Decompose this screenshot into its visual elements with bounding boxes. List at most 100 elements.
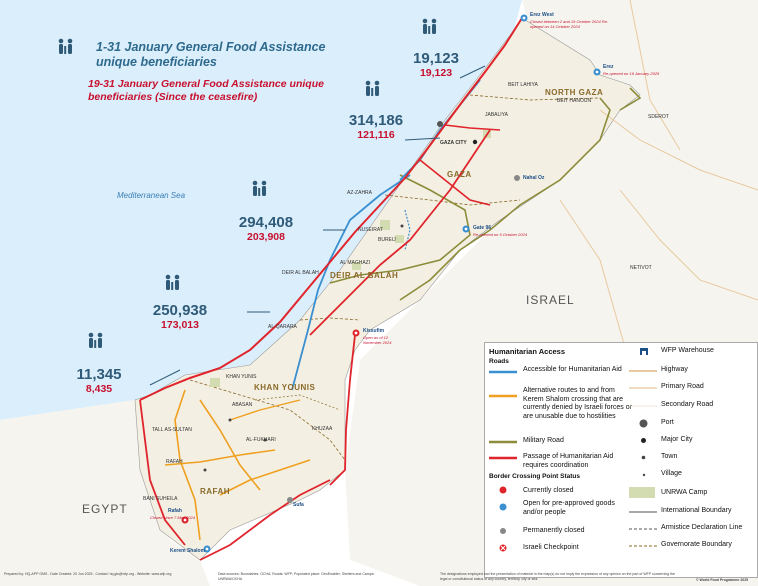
coordination-road [329,334,356,486]
town-label: JABALIYA [485,112,508,118]
crossing-label-erez-west[interactable]: Erez West [530,12,554,18]
legend-road-label: Accessible for Humanitarian Aid [523,366,622,373]
denied-route [219,459,311,496]
legend-primary-road-swatch [629,387,657,389]
legend-title: Humanitarian Access [489,347,566,356]
coordination-road [199,479,331,561]
crossing-label-sufa[interactable]: Sufa [293,502,304,508]
port-icon [437,121,443,127]
denied-route [174,389,201,541]
crossing-marker-kissufim[interactable] [352,329,360,337]
legend-roads-heading: Roads [489,358,509,365]
governorate-boundary [384,194,521,206]
stat-since-ceasefire: 121,116 [357,129,395,141]
legend-right-label: Governorate Boundary [661,541,732,548]
legend-road-label: Passage of Humanitarian Aid requires coo… [523,453,614,469]
crossing-label-gate-96[interactable]: Gate 96 [473,225,492,231]
crossing-marker-erez-west[interactable] [520,14,528,22]
legend-right-label: Highway [661,366,688,373]
people-icon-deir-al-balah [252,180,267,196]
legend-governorate-boundary-swatch [629,545,657,547]
military-road [619,87,642,111]
legend-right-label: Primary Road [661,383,704,390]
crossing-label-nahal-oz[interactable]: Nahal Oz [523,175,545,181]
people-icon-gaza [365,80,380,96]
stat-jan-total: 19,123 [413,50,459,67]
town-label: NETIVOT [630,265,652,271]
town-label: TALL AS-SULTAN [152,427,192,433]
governorate-label-deir-al-balah: DEIR AL BALAH [330,271,399,280]
stat-jan-total: 314,186 [348,112,404,129]
town-label: BEIT LAHIYA [508,82,538,88]
legend-right-label: UNRWA Camp [661,489,708,496]
legend-right-label: Armistice Declaration Line [661,524,743,531]
crossing-marker-rafah[interactable] [181,516,189,524]
crossing-note: Re-opened on 5 October 2024 [473,232,528,237]
primary-road [599,109,758,191]
legend-right-label: Village [661,470,682,477]
legend-road-swatch [489,394,517,398]
town-label: BUREIJ [378,237,396,243]
legend-right-label: WFP Warehouse [661,347,714,354]
legend-road-swatch [489,456,517,460]
coordination-road [139,399,186,546]
town-dot [203,468,207,472]
legend-right-label: Major City [661,436,693,443]
crossing-label-kerem-shalom[interactable]: Kerem Shalom [170,548,206,554]
coordination-road [139,17,523,401]
town-label: NUSEIRAT [358,227,383,233]
accessible-road [291,174,411,391]
legend-closed-icon [499,486,507,494]
legend-panel: Humanitarian Access Roads Accessible for… [484,342,758,578]
sea-label: Mediterranean Sea [117,191,186,200]
crossing-marker-erez[interactable] [593,68,601,76]
crossing-marker-kerem-shalom[interactable] [203,545,211,553]
unrwa-camp [352,262,361,270]
denied-route [229,399,301,421]
crossing-marker-sufa[interactable] [287,497,293,503]
crossing-label-erez[interactable]: Erez [603,64,614,70]
unrwa-camp [395,235,404,243]
people-icon-rafah [88,332,103,348]
town-label: AZ-ZAHRA [347,190,372,196]
town-label: BEIT HANOUN [557,98,592,104]
footer-brand: © World Food Programme 2025 [696,578,749,582]
leader-line [149,369,181,386]
town-label: DEIR AL BALAH [282,270,319,276]
legend-right-label: Secondary Road [661,401,714,408]
footer-left: Prepared by: HQ-APP GMS - Date Created: … [4,572,172,576]
crossing-marker-gate-96[interactable] [462,225,470,233]
footer-right: The designations employed and the presen… [440,572,675,581]
sea-area [0,0,522,420]
crossing-marker-nahal-oz[interactable] [514,175,520,181]
denied-route [164,449,276,466]
town-label: RAFAH [166,459,183,465]
people-icon-north-gaza [422,18,437,34]
unrwa-camp [380,220,390,230]
stat-since-ceasefire: 173,013 [161,319,199,331]
military-road [399,97,611,301]
crossing-label-kissufim[interactable]: Kissufim [363,328,385,334]
legend-international-boundary-swatch [629,511,657,513]
town-label: GAZA CITY [440,140,467,146]
legend-right-label: International Boundary [661,507,732,514]
governorate-boundary [254,394,341,411]
country-label-egypt: EGYPT [82,502,128,516]
country-label-israel: ISRAEL [526,293,575,307]
stat-jan-total: 11,345 [76,366,122,383]
town-label: AL-QARARA [268,324,297,330]
governorate-label-khan-younis: KHAN YOUNIS [254,383,316,392]
warehouse-icon [640,348,648,355]
port-icon [639,419,648,428]
town-icon [641,455,646,460]
egypt-land [0,400,210,586]
stat-jan-total: 250,938 [152,302,208,319]
stat-jan-total: 294,408 [238,214,294,231]
crossing-note: Closed since 7 May 2024 [150,515,195,520]
people-icon-title [58,38,73,54]
legend-road-swatch [489,370,517,374]
crossing-note: Open as of 12 November 2024 [363,335,392,345]
legend-crossing-label: Permanently closed [523,527,585,534]
town-dot [228,418,232,422]
crossing-label-rafah[interactable]: Rafah [168,508,182,514]
